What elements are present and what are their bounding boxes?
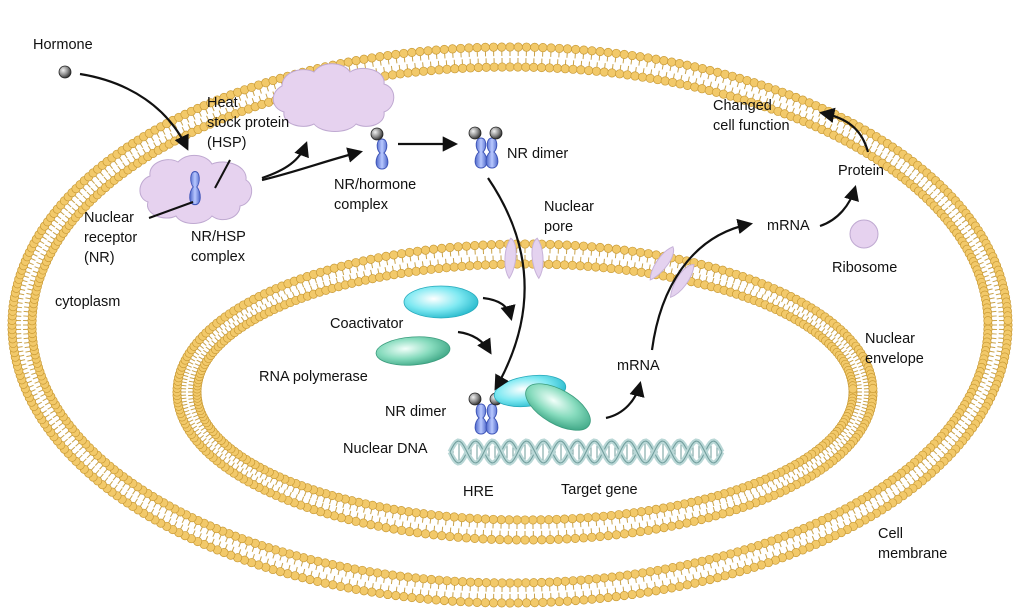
label-target-gene: Target gene [561,482,638,498]
arrow-coactivator [482,296,516,321]
leader-lines [148,159,231,219]
arrow-to-nr-hormone [261,147,363,182]
heat-shock-protein-cloud [272,63,395,132]
label-hre: HRE [463,484,494,500]
label-ribosome: Ribosome [832,260,897,276]
ribosome [849,219,879,249]
rna-polymerase-free [375,336,451,366]
label-coactivator: Coactivator [330,316,404,332]
arrow-mrna-to-cytoplasm [650,218,754,351]
label-hsp: Heat stock protein (HSP) [207,95,293,151]
label-nuclear-envelope: Nuclear envelope [865,331,924,367]
nuclear-envelope [172,239,878,545]
cell-membrane [7,42,1013,608]
label-nuclear-receptor: Nuclear receptor (NR) [84,210,141,266]
label-rna-polymerase: RNA polymerase [259,369,368,385]
arrow-dimer-to-dna [487,177,526,391]
labels: Hormone Heat stock protein (HSP) Nuclear… [33,37,947,562]
label-hormone: Hormone [33,37,93,53]
label-nr-dimer-bottom: NR dimer [385,404,446,420]
label-mrna-nucleus: mRNA [617,358,660,374]
arrow-rna-polymerase [457,330,492,355]
arrow-hsp-released [261,141,309,180]
label-changed-cell-function: Changed cell function [713,98,790,134]
label-nuclear-dna: Nuclear DNA [343,441,428,457]
arrow-hormone-enters [79,72,189,151]
label-cytoplasm: cytoplasm [55,294,120,310]
label-protein: Protein [838,163,884,179]
leader-heat-shock-protein [214,159,231,189]
arrow-protein-to-function [818,107,870,153]
label-mrna-cytoplasm: mRNA [767,218,810,234]
label-nr-dimer-top: NR dimer [507,146,568,162]
leader-nuclear-receptor [148,201,194,219]
hormone-molecule [58,65,72,79]
nr-dimer-top [468,126,503,169]
coactivator-free [403,285,479,319]
label-nr-hsp-complex: NR/HSP complex [191,229,250,265]
label-nr-hormone-complex: NR/hormone complex [334,177,420,213]
nuclear-dna-helix [447,438,725,466]
pathway-arrows [79,72,870,420]
arrow-to-mrna-nucleus [605,381,645,420]
nr-hormone-complex [370,127,389,170]
label-nuclear-pore: Nuclear pore [544,199,598,235]
rna-polymerase-bound [525,383,591,431]
arrow-mrna-to-protein [819,185,859,228]
label-cell-membrane: Cell membrane [878,526,947,562]
